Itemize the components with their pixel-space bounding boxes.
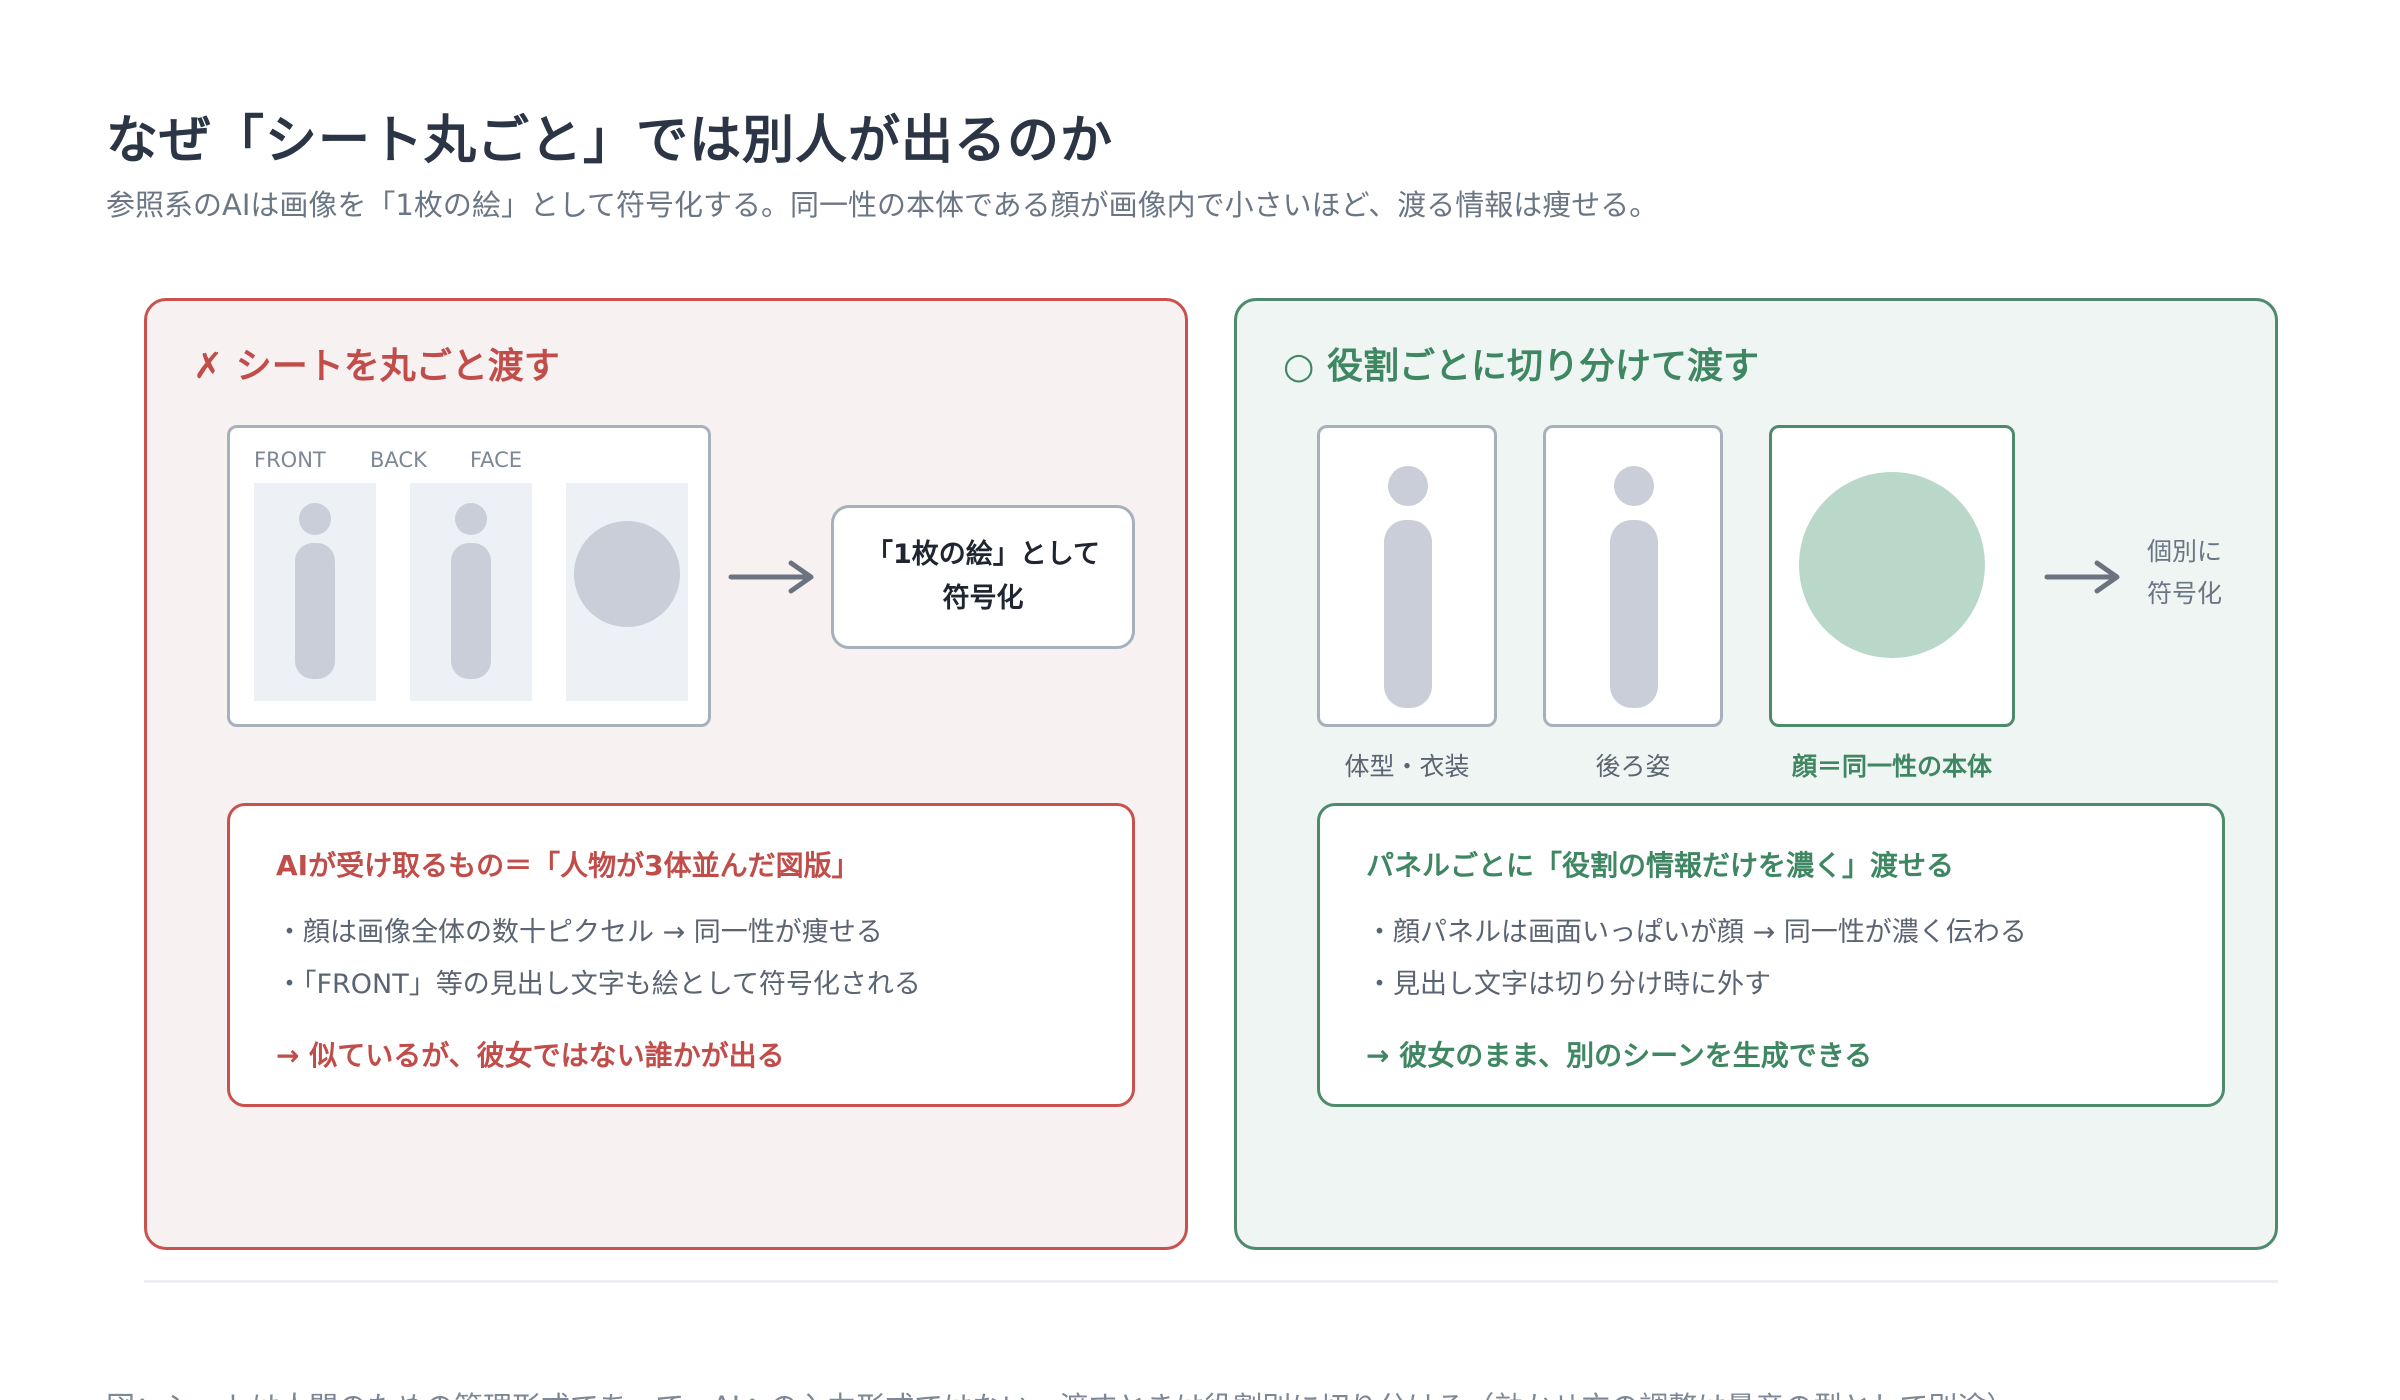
bad-info-box: AIが受け取るもの＝「人物が3体並んだ図版」 ・顔は画像全体の数十ピクセル → …: [227, 803, 1135, 1107]
good-info-box: パネルごとに「役割の情報だけを濃く」渡せる ・顔パネルは画面いっぱいが顔 → 同…: [1317, 803, 2225, 1107]
face-circle-icon: [574, 521, 680, 627]
side-note-line-2: 符号化: [2147, 579, 2223, 608]
character-sheet: FRONT BACK FACE: [227, 425, 711, 727]
card-back-view: [1543, 425, 1723, 727]
figure-caption: 図：シートは人間のための管理形式であって、AIへの入力形式ではない。渡すときは役…: [106, 1384, 2030, 1400]
divider: [144, 1280, 2278, 1283]
sheet-cell-front: [254, 483, 376, 701]
figure-head-icon: [1614, 466, 1654, 506]
bad-approach-panel: ✗ シートを丸ごと渡す FRONT BACK FACE 「1枚の絵」として 符号…: [144, 298, 1188, 1250]
encode-line-2: 符号化: [942, 583, 1024, 614]
face-circle-icon: [1799, 472, 1985, 658]
sheet-cell-face: [566, 483, 688, 701]
sheet-cell-back: [410, 483, 532, 701]
card-label-back: 後ろ姿: [1595, 752, 1671, 781]
bad-info-heading: AIが受け取るもの＝「人物が3体並んだ図版」: [276, 849, 860, 882]
figure-body-icon: [1610, 520, 1658, 708]
sheet-label-face: FACE: [470, 448, 523, 472]
card-face: [1769, 425, 2015, 727]
figure-head-icon: [1388, 466, 1428, 506]
good-panel-heading: ○ 役割ごとに切り分けて渡す: [1283, 346, 1759, 387]
sheet-label-front: FRONT: [254, 448, 326, 472]
arrow-right-icon: [728, 560, 814, 594]
arrow-right-icon: [2044, 560, 2120, 594]
figure-body-icon: [1384, 520, 1432, 708]
figure-body-icon: [295, 543, 335, 679]
encode-line-1: 「1枚の絵」として: [866, 539, 1100, 570]
card-label-body: 体型・衣装: [1344, 752, 1470, 781]
side-note-line-1: 個別に: [2147, 537, 2223, 566]
good-info-line: ・顔パネルは画面いっぱいが顔 → 同一性が濃く伝わる: [1366, 917, 2027, 948]
encode-separately-note: 個別に 符号化: [2147, 531, 2222, 615]
figure-body-icon: [451, 543, 491, 679]
card-body-costume: [1317, 425, 1497, 727]
figure-head-icon: [455, 503, 487, 535]
page-title: なぜ「シート丸ごと」では別人が出るのか: [106, 111, 1114, 171]
bad-info-line: ・顔は画像全体の数十ピクセル → 同一性が痩せる: [276, 917, 883, 948]
bad-conclusion: → 似ているが、彼女ではない誰かが出る: [276, 1039, 785, 1072]
card-label-face: 顔＝同一性の本体: [1791, 752, 1992, 781]
encode-as-single-image-box: 「1枚の絵」として 符号化: [831, 505, 1135, 649]
good-conclusion: → 彼女のまま、別のシーンを生成できる: [1366, 1039, 1873, 1072]
good-info-line: ・見出し文字は切り分け時に外す: [1366, 969, 1771, 1000]
figure-head-icon: [299, 503, 331, 535]
sheet-label-back: BACK: [370, 448, 427, 472]
bad-panel-heading: ✗ シートを丸ごと渡す: [193, 346, 560, 387]
good-info-heading: パネルごとに「役割の情報だけを濃く」渡せる: [1366, 849, 1955, 882]
page-subtitle: 参照系のAIは画像を「1枚の絵」として符号化する。同一性の本体である顔が画像内で…: [106, 188, 1659, 222]
good-approach-panel: ○ 役割ごとに切り分けて渡す 体型・衣装 後ろ姿 顔＝同一性の本体 個別に 符号…: [1234, 298, 2278, 1250]
bad-info-line: ・「FRONT」等の見出し文字も絵として符号化される: [276, 969, 921, 1000]
